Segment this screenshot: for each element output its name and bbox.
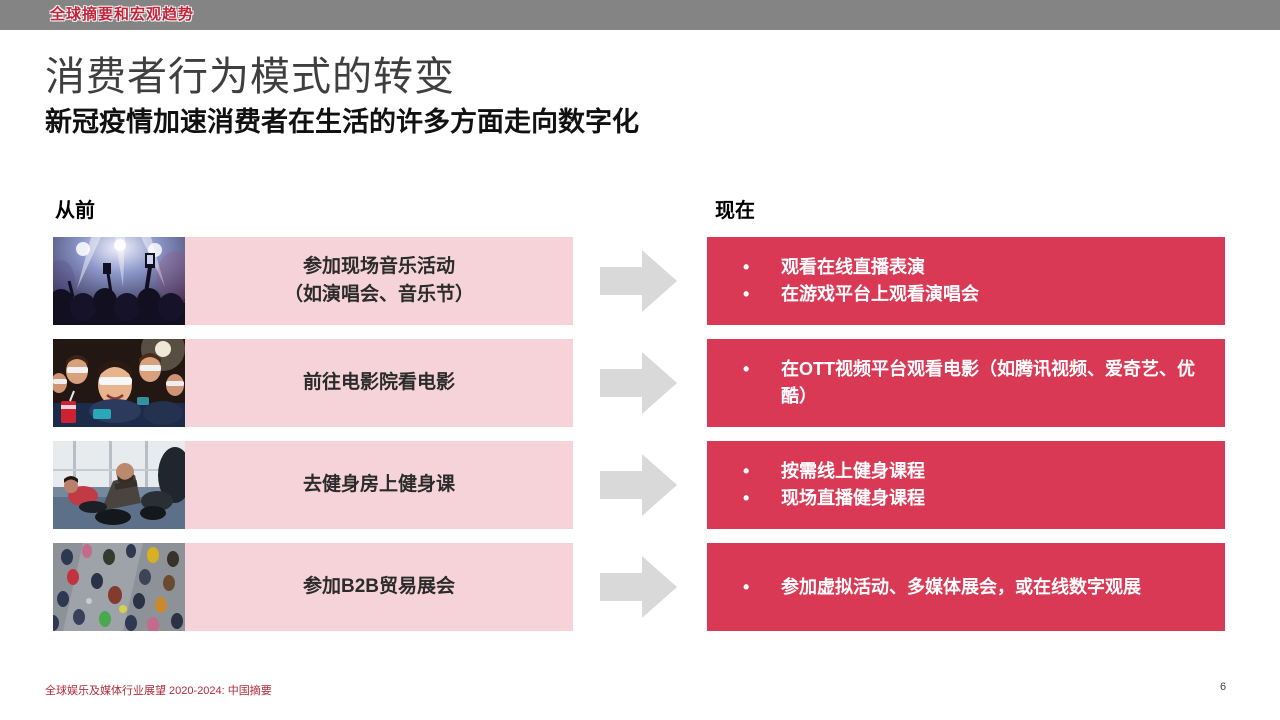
right-arrow-icon — [600, 454, 677, 516]
before-box: 参加B2B贸易展会 — [185, 543, 573, 631]
after-bullet: 在OTT视频平台观看电影（如腾讯视频、爱奇艺、优酷） — [707, 356, 1207, 410]
after-box: 观看在线直播表演 在游戏平台上观看演唱会 — [707, 237, 1225, 325]
cinema-audience-photo — [53, 339, 185, 427]
after-bullet: 参加虚拟活动、多媒体展会，或在线数字观展 — [707, 574, 1207, 601]
after-box: 按需线上健身课程 现场直播健身课程 — [707, 441, 1225, 529]
section-tag: 全球摘要和宏观趋势 — [50, 6, 195, 23]
table-row: 去健身房上健身课 按需线上健身课程 现场直播健身课程 — [53, 441, 1225, 529]
before-text: 参加现场音乐活动 — [302, 256, 455, 277]
page-title: 消费者行为模式的转变 — [45, 55, 455, 99]
column-header-before: 从前 — [55, 200, 95, 222]
after-box: 在OTT视频平台观看电影（如腾讯视频、爱奇艺、优酷） — [707, 339, 1225, 427]
concert-crowd-photo — [53, 237, 185, 325]
after-list: 参加虚拟活动、多媒体展会，或在线数字观展 — [707, 574, 1207, 601]
after-list: 在OTT视频平台观看电影（如腾讯视频、爱奇艺、优酷） — [707, 356, 1207, 410]
after-bullet: 现场直播健身课程 — [707, 485, 1207, 512]
after-bullet: 按需线上健身课程 — [707, 458, 1207, 485]
footer-source: 全球娱乐及媒体行业展望 2020-2024: 中国摘要 — [45, 685, 272, 697]
before-box: 去健身房上健身课 — [185, 441, 573, 529]
comparison-rows: 参加现场音乐活动 （如演唱会、音乐节） 观看在线直播表演 在游戏平台上观看演唱会 — [53, 237, 1225, 645]
after-list: 按需线上健身课程 现场直播健身课程 — [707, 458, 1207, 512]
gym-class-photo — [53, 441, 185, 529]
gym-class-image — [53, 441, 185, 529]
cinema-audience-image — [53, 339, 185, 427]
page-subtitle: 新冠疫情加速消费者在生活的许多方面走向数字化 — [45, 107, 639, 137]
before-text: 前往电影院看电影 — [302, 372, 455, 393]
before-text: 去健身房上健身课 — [302, 474, 455, 495]
concert-crowd-image — [53, 237, 185, 325]
table-row: 前往电影院看电影 在OTT视频平台观看电影（如腾讯视频、爱奇艺、优酷） — [53, 339, 1225, 427]
column-header-after: 现在 — [715, 200, 755, 222]
table-row: 参加现场音乐活动 （如演唱会、音乐节） 观看在线直播表演 在游戏平台上观看演唱会 — [53, 237, 1225, 325]
before-box: 前往电影院看电影 — [185, 339, 573, 427]
after-list: 观看在线直播表演 在游戏平台上观看演唱会 — [707, 254, 1207, 308]
right-arrow-icon — [600, 352, 677, 414]
after-bullet: 观看在线直播表演 — [707, 254, 1207, 281]
page-number: 6 — [1220, 681, 1227, 693]
trade-show-image — [53, 543, 185, 631]
right-arrow-icon — [600, 250, 677, 312]
right-arrow-icon — [600, 556, 677, 618]
trade-show-photo — [53, 543, 185, 631]
table-row: 参加B2B贸易展会 参加虚拟活动、多媒体展会，或在线数字观展 — [53, 543, 1225, 631]
after-bullet: 在游戏平台上观看演唱会 — [707, 281, 1207, 308]
after-box: 参加虚拟活动、多媒体展会，或在线数字观展 — [707, 543, 1225, 631]
section-header-bar: 全球摘要和宏观趋势 — [0, 0, 1280, 30]
before-text: （如演唱会、音乐节） — [283, 284, 474, 305]
before-text: 参加B2B贸易展会 — [302, 576, 455, 597]
before-box: 参加现场音乐活动 （如演唱会、音乐节） — [185, 237, 573, 325]
